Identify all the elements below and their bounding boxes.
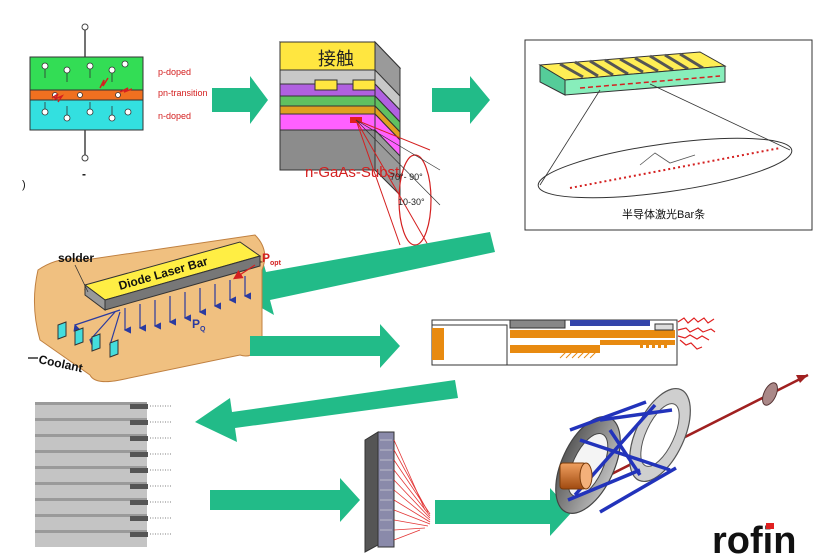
p-opt-label: Popt <box>262 251 282 267</box>
laser-resonator-assembly <box>555 373 809 514</box>
rofin-logo: rofin <box>712 520 796 555</box>
logo-red-accent <box>766 523 774 529</box>
angle-horizontal-label: 10-30° <box>398 197 425 207</box>
n-doped-label: n-doped <box>158 111 191 121</box>
bar-stack <box>35 402 172 547</box>
laser-bar-caption: 半导体激光Bar条 <box>622 207 705 221</box>
diode-bar-package: Diode Laser Bar solder Popt PQ Coolant <box>28 234 282 383</box>
n-region <box>29 99 144 131</box>
substrate-label: n-GaAs-Subst. <box>305 164 403 181</box>
flow-arrow-7 <box>435 488 572 536</box>
flow-arrow-5 <box>195 380 458 442</box>
flow-arrow-3 <box>230 232 495 315</box>
angle-vertical-label: 70°- 90° <box>390 172 423 182</box>
flow-arrow-2 <box>432 76 490 124</box>
solder-label: solder <box>58 251 94 265</box>
p-doped-label: p-doped <box>158 67 191 77</box>
flow-arrow-6 <box>210 478 360 522</box>
flow-arrow-4 <box>250 324 400 368</box>
package-cross-section <box>431 317 716 366</box>
laser-bar-panel: 半导体激光Bar条 <box>524 39 813 231</box>
laser-chip-stack: 接触 n-GaAs-Subst. 70°- 90° 10-30° <box>278 40 441 246</box>
stack-beam-combiner <box>364 431 431 553</box>
contact-label: 接触 <box>318 49 354 70</box>
minus-sign: - <box>82 167 86 181</box>
stray-mark: ) <box>22 179 26 191</box>
pn-junction-diagram: - p-doped pn-transition n-doped <box>29 23 208 181</box>
p-q-label: PQ <box>192 317 206 333</box>
flow-arrow-1 <box>212 76 268 124</box>
pn-transition-label: pn-transition <box>158 88 208 98</box>
